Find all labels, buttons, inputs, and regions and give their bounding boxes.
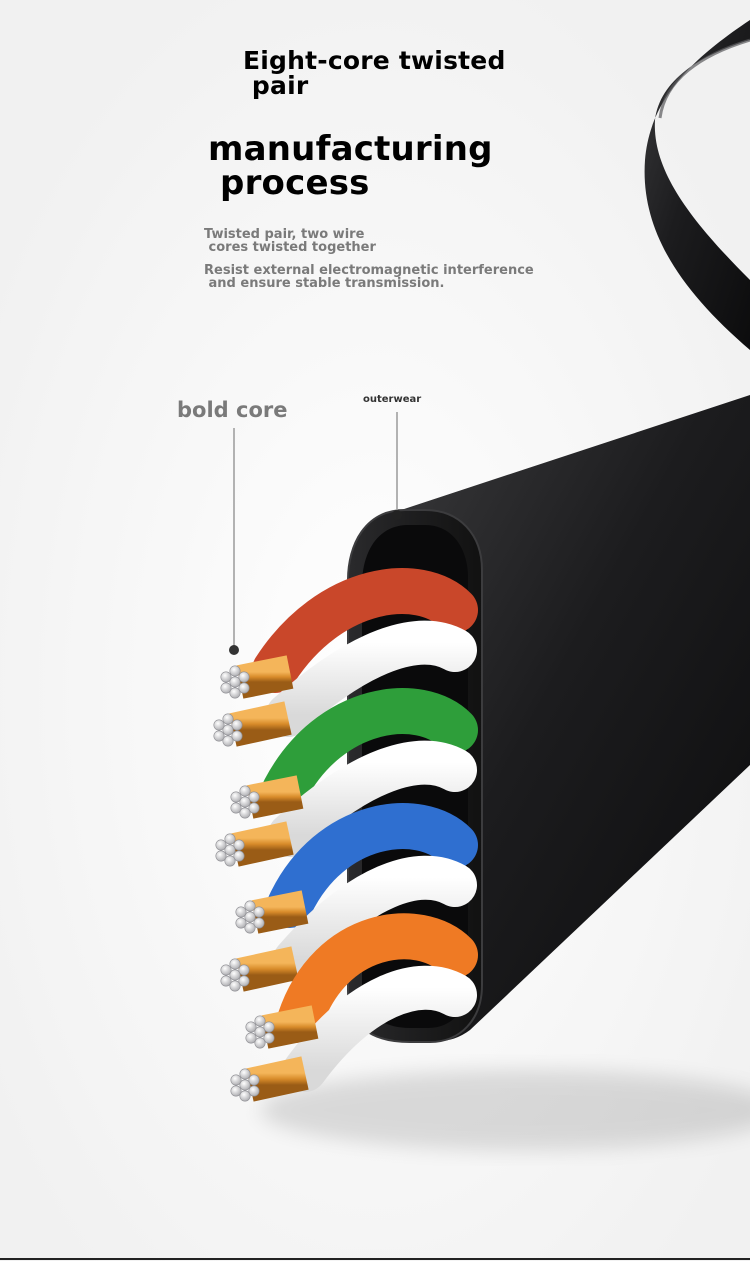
conductor-strand xyxy=(229,980,241,992)
wire-pair-4 xyxy=(230,913,478,1102)
conductor-strand xyxy=(229,676,241,688)
conductor-strand xyxy=(235,917,247,929)
conductor-strand xyxy=(220,682,232,694)
wire-insulation-colored xyxy=(267,803,478,928)
conductor-strand xyxy=(238,975,250,987)
conductor-strand xyxy=(245,1032,257,1044)
conductor-strand xyxy=(229,665,241,677)
conductor-strand xyxy=(239,1079,251,1091)
conductor-strand xyxy=(215,850,227,862)
conductor-strand xyxy=(224,855,236,867)
copper-conductor xyxy=(231,821,294,867)
conductor-strand xyxy=(248,1074,260,1086)
conductor-strand xyxy=(238,682,250,694)
copper-conductor xyxy=(236,946,299,992)
conductor-strand xyxy=(239,796,251,808)
conductor-strand xyxy=(233,850,245,862)
copper-conductor xyxy=(229,701,292,747)
conductor-strand xyxy=(230,1074,242,1086)
conductor-strand xyxy=(263,1021,275,1033)
conductor-strand xyxy=(230,1085,242,1097)
conductor-strand xyxy=(229,687,241,699)
wire-insulation-white xyxy=(273,855,477,982)
wire-pairs xyxy=(213,568,478,1102)
wire-pair-1 xyxy=(213,568,478,747)
wire-insulation-colored xyxy=(277,913,478,1043)
conductor-strand xyxy=(224,833,236,845)
callout-outerwear-leader xyxy=(392,412,402,520)
conductor-strand xyxy=(224,844,236,856)
conductor-strand xyxy=(229,969,241,981)
wire-insulation-colored xyxy=(252,568,478,693)
conductor-strand xyxy=(244,900,256,912)
wire-pair-3 xyxy=(220,803,478,992)
conductor-strand xyxy=(254,1015,266,1027)
callout-bold-core-leader xyxy=(229,428,239,655)
conductor-strand xyxy=(254,1037,266,1049)
conductor-strand xyxy=(253,906,265,918)
conductor-strand xyxy=(239,1068,251,1080)
conductor-strand xyxy=(230,791,242,803)
wire-insulation-white xyxy=(268,740,477,857)
conductor-strand xyxy=(239,807,251,819)
conductor-strand xyxy=(245,1021,257,1033)
conductor-strand xyxy=(238,671,250,683)
description-line-1: Twisted pair, two wire cores twisted tog… xyxy=(204,227,376,255)
heading-line-1: Eight-core twisted pair xyxy=(243,46,506,100)
heading-line-2: manufacturing process xyxy=(208,129,493,203)
conductor-strand xyxy=(263,1032,275,1044)
conductor-strand xyxy=(229,958,241,970)
callout-outerwear-label: outerwear xyxy=(363,394,422,405)
conductor-strand xyxy=(220,671,232,683)
description-line-2: Resist external electromagnetic interfer… xyxy=(204,263,534,291)
conductor-strand xyxy=(213,730,225,742)
conductor-strand xyxy=(222,724,234,736)
conductor-strand xyxy=(215,839,227,851)
conductor-strand xyxy=(239,785,251,797)
wire-pair-2 xyxy=(215,688,478,867)
conductor-strand xyxy=(248,802,260,814)
conductor-strand xyxy=(230,802,242,814)
conductor-strand xyxy=(222,713,234,725)
cable-curl-highlight xyxy=(658,38,750,119)
conductor-strand xyxy=(244,911,256,923)
conductor-strand xyxy=(220,964,232,976)
cable-shadow xyxy=(260,1070,750,1150)
conductor-strand xyxy=(239,1090,251,1102)
conductor-strand xyxy=(213,719,225,731)
copper-conductor xyxy=(246,1056,309,1102)
bottom-divider xyxy=(0,1258,750,1260)
conductor-strand xyxy=(235,906,247,918)
conductor-strand xyxy=(244,922,256,934)
cable-curl xyxy=(644,20,750,350)
conductor-strand xyxy=(248,791,260,803)
callout-bold-core-label: bold core xyxy=(177,398,288,422)
conductor-strand xyxy=(220,975,232,987)
cable-jacket xyxy=(395,395,750,1042)
wire-insulation-colored xyxy=(262,688,478,813)
conductor-strand xyxy=(231,719,243,731)
conductor-strand xyxy=(253,917,265,929)
conductor-strand xyxy=(254,1026,266,1038)
wire-insulation-white xyxy=(283,965,477,1092)
conductor-strand xyxy=(248,1085,260,1097)
conductor-strand xyxy=(222,735,234,747)
wire-insulation-white xyxy=(266,620,477,737)
conductor-strand xyxy=(231,730,243,742)
conductor-strand xyxy=(238,964,250,976)
conductor-strand xyxy=(233,839,245,851)
